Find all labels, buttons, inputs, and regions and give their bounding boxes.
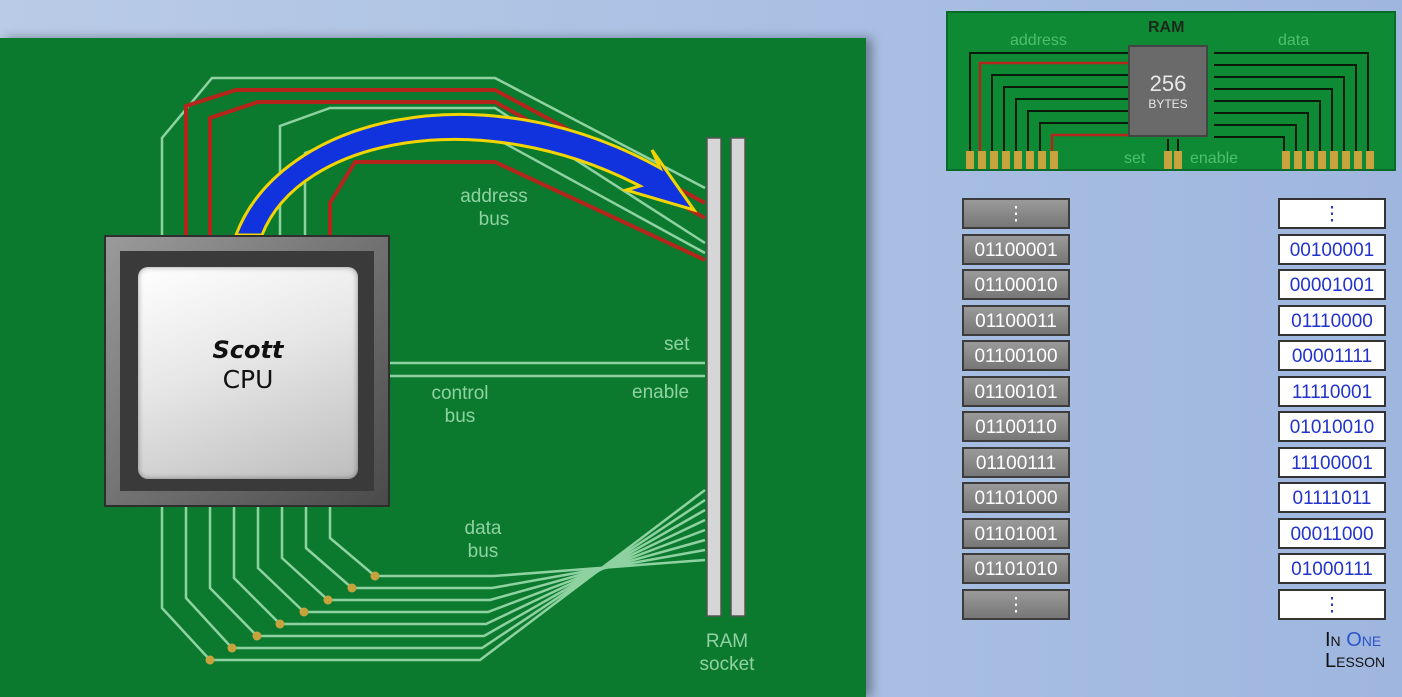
address-cell: 01100110 xyxy=(962,411,1070,442)
cpu-chip-face: Scott CPU xyxy=(138,267,358,479)
transfer-arrow xyxy=(233,112,698,237)
ram-enable-label: enable xyxy=(1190,150,1239,167)
cpu-label: CPU xyxy=(222,365,274,394)
ram-set-label: set xyxy=(1124,150,1146,167)
data-cell: 00001111 xyxy=(1278,340,1386,371)
address-ellipsis-bottom: ⋮ xyxy=(962,588,1070,620)
address-column: ⋮ 01100001 01100010 01100011 01100100 01… xyxy=(962,198,1070,624)
data-cell: 11100001 xyxy=(1278,446,1386,478)
enable-label: enable xyxy=(632,382,690,403)
ram-capacity-unit: BYTES xyxy=(1148,97,1188,111)
cpu-chip: Scott CPU xyxy=(104,235,390,507)
address-cell: 01101010 xyxy=(962,553,1070,584)
data-cell: 00001001 xyxy=(1278,269,1386,300)
address-cell: 01100111 xyxy=(962,446,1070,478)
bus-traces xyxy=(160,76,746,665)
data-ellipsis-bottom: ⋮ xyxy=(1278,588,1386,620)
ram-title: RAM xyxy=(1148,19,1185,36)
address-cell: 01101001 xyxy=(962,517,1070,549)
data-cell: 01111011 xyxy=(1278,482,1386,513)
ram-chip: 256 BYTES xyxy=(1128,45,1208,137)
address-cell: 01100101 xyxy=(962,375,1070,407)
set-label: set xyxy=(664,334,690,355)
data-cell: 01000111 xyxy=(1278,553,1386,584)
address-cell: 01100010 xyxy=(962,269,1070,300)
ram-socket xyxy=(706,137,722,617)
address-cell: 01101000 xyxy=(962,482,1070,513)
data-cell: 01010010 xyxy=(1278,411,1386,442)
data-cell: 01110000 xyxy=(1278,304,1386,336)
data-cell: 00100001 xyxy=(1278,233,1386,265)
ram-module-traces xyxy=(966,52,1374,169)
address-cell: 01100100 xyxy=(962,340,1070,371)
data-cell: 11110001 xyxy=(1278,375,1386,407)
ram-data-label: data xyxy=(1278,32,1310,49)
ram-address-label: address xyxy=(1010,32,1067,49)
in-one-lesson-logo: In One Lesson xyxy=(1325,629,1386,672)
cpu-name: Scott xyxy=(212,336,284,364)
address-cell: 01100001 xyxy=(962,233,1070,265)
address-cell: 01100011 xyxy=(962,304,1070,336)
data-cell: 00011000 xyxy=(1278,517,1386,549)
data-column: ⋮ 00100001 00001001 01110000 00001111 11… xyxy=(1278,198,1386,624)
ram-capacity: 256 xyxy=(1149,71,1187,96)
address-ellipsis-top: ⋮ xyxy=(962,198,1070,229)
data-ellipsis-top: ⋮ xyxy=(1278,198,1386,229)
